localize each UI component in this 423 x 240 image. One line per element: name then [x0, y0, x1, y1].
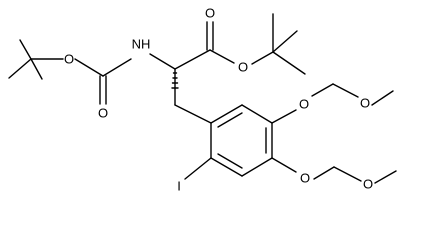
atom-labels: O O NH O O O O O O I	[64, 6, 373, 194]
ring-bond-c1-c2	[210, 104, 243, 124]
ring-bond-c4-c5	[241, 157, 273, 177]
boc-tbu-methyl-bond-3	[30, 58, 43, 80]
ring-bond-c2-c3	[241, 104, 273, 124]
ester-tbu-methyl-bond-3	[272, 51, 306, 75]
ring-to-iodine-bond	[184, 157, 212, 180]
bond-lines	[8, 13, 397, 184]
boc-carbonyl-to-nh-bond	[102, 58, 132, 77]
ring-inner-double-bond-3	[217, 153, 243, 169]
ester-ether-oxygen-label: O	[238, 60, 248, 75]
boc-o-to-carbonyl-bond	[74, 58, 104, 77]
ring-to-mom2-o-bond	[271, 157, 297, 173]
nh-label: NH	[132, 37, 151, 52]
boc-tbu-methyl-bond-1	[19, 39, 32, 60]
mom1-o-to-ch2-bond	[311, 83, 334, 97]
ester-carbonyl-oxygen-label: O	[205, 6, 215, 21]
boc-carbonyl-oxygen-label: O	[98, 106, 108, 121]
ester-o-to-tbu-bond	[251, 51, 274, 65]
iodine-label: I	[177, 179, 181, 194]
stereo-hashed-wedge	[171, 72, 179, 89]
mom2-methyl-oxygen-label: O	[363, 177, 373, 192]
alpha-to-ester-carbon-bond	[174, 49, 211, 70]
ring-inner-double-bond-1	[217, 112, 243, 128]
mom2-ch2-to-o-bond	[333, 166, 362, 182]
ch2-to-ring-bond	[174, 104, 212, 124]
mom2-aryl-oxygen-label: O	[300, 171, 310, 186]
ring-bond-c5-c6	[210, 157, 243, 177]
ring-to-mom1-o-bond	[271, 109, 297, 124]
mom1-ch2-to-o-bond	[332, 83, 359, 98]
chemical-structure: O O NH O O O O O O I	[8, 6, 397, 194]
ester-carbon-to-o-bond	[209, 49, 235, 64]
mom1-o-to-methyl-bond	[371, 90, 394, 106]
mom2-o-to-ch2-bond	[313, 166, 335, 180]
ester-tbu-methyl-bond-2	[272, 30, 298, 53]
mom1-aryl-oxygen-label: O	[299, 97, 309, 112]
nh-to-alpha-carbon-bond	[149, 53, 176, 70]
mom1-methyl-oxygen-label: O	[360, 96, 370, 111]
boc-ether-oxygen-label: O	[64, 52, 74, 67]
boc-tbu-methyl-bond-2	[8, 58, 32, 79]
mom2-o-to-methyl-bond	[374, 170, 397, 184]
